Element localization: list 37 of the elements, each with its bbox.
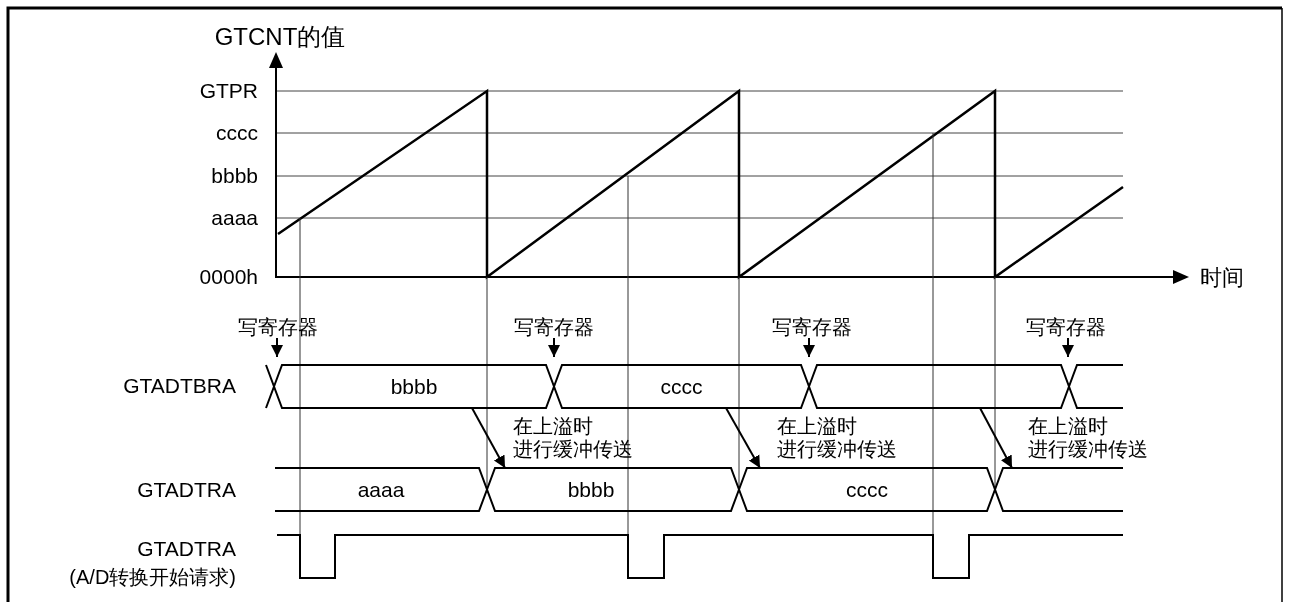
arrow <box>271 337 283 358</box>
axis-label: 时间 <box>1200 265 1244 291</box>
bus-segment <box>739 468 995 511</box>
signal-name: GTADTRA <box>137 478 236 502</box>
bus-value: aaaa <box>357 477 405 502</box>
tick-label: 0000h <box>199 265 258 289</box>
bus-value: bbbb <box>567 477 615 502</box>
edge-label: 在上溢时进行缓冲传送 <box>513 415 633 461</box>
signal-name: GTADTBRA <box>123 374 236 398</box>
tick-label: GTPR <box>199 79 258 103</box>
bus-segment <box>809 365 1069 408</box>
axis-title: GTCNT的值 <box>214 23 346 51</box>
annotation-text: 写寄存器 <box>772 316 852 338</box>
edge-label: 在上溢时进行缓冲传送 <box>1028 415 1148 461</box>
bus-segment <box>554 365 809 408</box>
bus-segment <box>274 365 554 408</box>
arrow <box>471 407 506 469</box>
tick-label: aaaa <box>211 206 258 230</box>
arrow <box>548 337 560 358</box>
annotation-text: 写寄存器 <box>238 316 318 338</box>
bus-value: cccc <box>846 477 888 502</box>
arrow <box>803 337 815 358</box>
arrow <box>979 407 1013 469</box>
signal-name: GTADTRA <box>137 537 236 561</box>
bus-segment <box>995 468 1123 511</box>
bus-segment <box>275 468 487 511</box>
tick-label: bbbb <box>211 164 258 188</box>
edge-label: 在上溢时进行缓冲传送 <box>777 415 897 461</box>
bus-segment <box>487 468 739 511</box>
arrow <box>1062 337 1074 358</box>
bus-value: bbbb <box>390 374 438 399</box>
arrow <box>725 407 761 469</box>
signal-name: (A/D转换开始请求) <box>69 566 236 588</box>
tick-label: cccc <box>216 121 258 145</box>
bus-value: cccc <box>660 374 703 399</box>
annotation-text: 写寄存器 <box>514 316 594 338</box>
annotation-text: 写寄存器 <box>1026 316 1106 338</box>
